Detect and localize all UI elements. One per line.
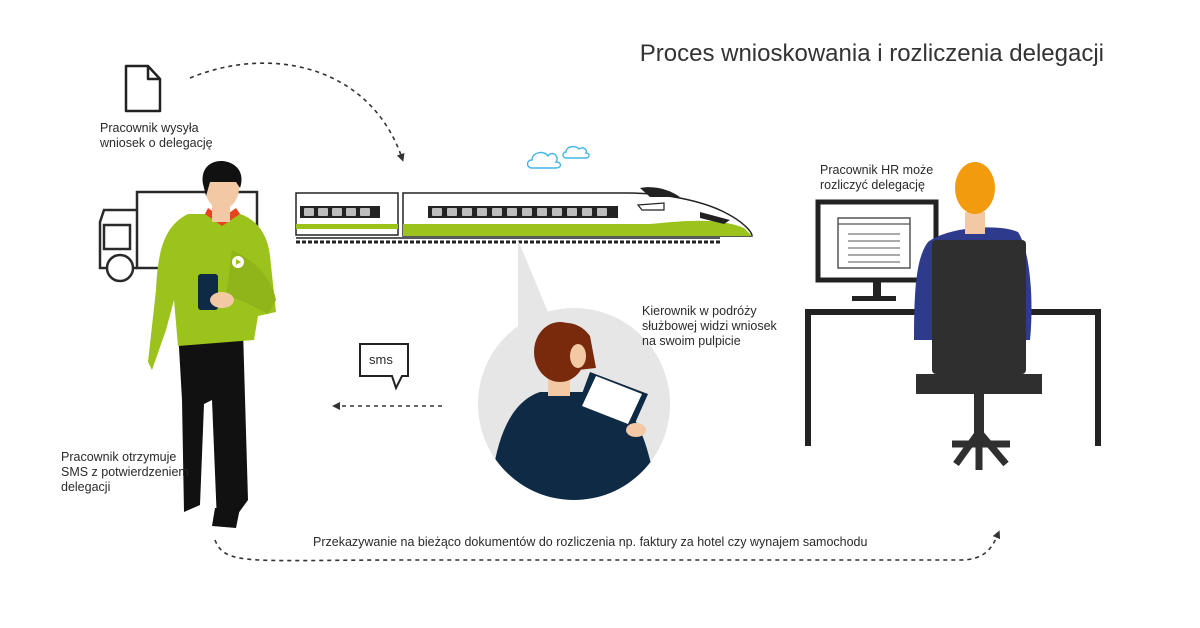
- step-hr-settles-line-1: Pracownik HR może: [820, 163, 934, 177]
- step-hr-settles: Pracownik HR może rozliczyć delegację: [820, 163, 933, 193]
- document-icon: [124, 64, 162, 113]
- step-hr-settles-line-2: rozliczyć delegację: [820, 178, 925, 192]
- step-manager-sees-line-3: na swoim pulpicie: [642, 334, 741, 348]
- step-employee-receives-line-2: SMS z potwierdzeniem: [61, 465, 189, 479]
- step-employee-receives-line-1: Pracownik otrzymuje: [61, 450, 177, 464]
- sms-bubble-icon: [359, 343, 409, 391]
- arrow-documents-to-hr: [214, 530, 1001, 562]
- callout-pointer: [518, 240, 548, 330]
- step-documents-transfer: Przekazywanie na bieżąco dokumentów do r…: [313, 535, 868, 549]
- step-manager-sees-line-2: służbowej widzi wniosek: [642, 319, 777, 333]
- step-manager-sees-line-1: Kierownik w podróży: [642, 304, 757, 318]
- step-employee-receives-line-3: delegacji: [61, 480, 111, 494]
- step-employee-sends-line-2: wniosek o delegację: [100, 136, 213, 150]
- step-employee-sends: Pracownik wysyła wniosek o delegację: [100, 121, 213, 151]
- manager-figure: [490, 322, 660, 500]
- employee-figure: [148, 160, 276, 528]
- arrow-document-to-train: [189, 62, 405, 162]
- tablet-icon: [576, 372, 648, 437]
- page-title: Proces wnioskowania i rozliczenia delega…: [639, 40, 1104, 67]
- step-manager-sees: Kierownik w podróży służbowej widzi wnio…: [642, 304, 777, 349]
- cloud-icon: [526, 145, 590, 169]
- step-employee-sends-line-1: Pracownik wysyła: [100, 121, 199, 135]
- train-windows: [304, 208, 607, 216]
- sms-label: sms: [369, 352, 393, 367]
- monitor-icon: [815, 199, 939, 301]
- office-chair-icon: [916, 240, 1042, 470]
- step-employee-receives: Pracownik otrzymuje SMS z potwierdzeniem…: [61, 450, 189, 495]
